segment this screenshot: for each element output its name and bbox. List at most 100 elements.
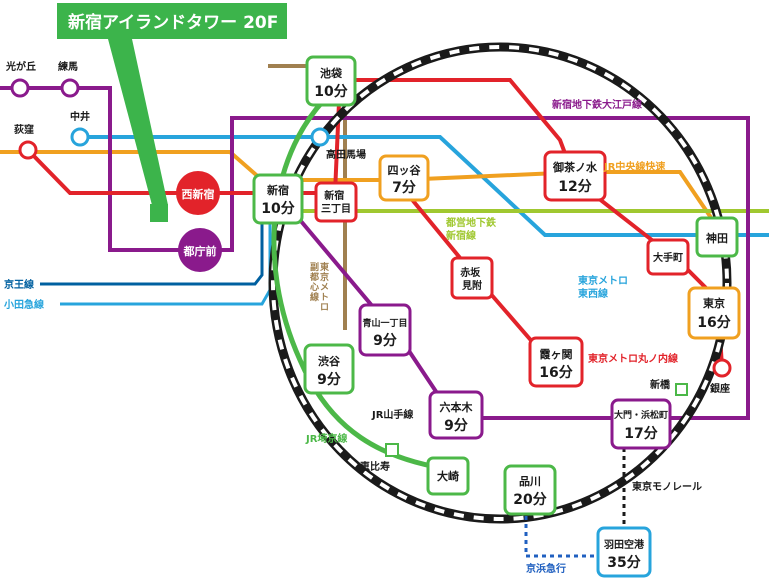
station-name-kasumigaseki: 霞ヶ関 (540, 348, 573, 361)
station-name-ginza: 銀座 (710, 382, 730, 395)
label-oedo: 新宿地下鉄大江戸線 (552, 98, 642, 111)
station-name-haneda: 羽田空港 (604, 538, 645, 551)
station-time-ochanomizu: 12分 (558, 179, 591, 195)
station-dot-ebisu[interactable] (385, 443, 399, 457)
station-box-otemachi[interactable] (646, 238, 690, 276)
keikyu-line (524, 508, 600, 558)
label-fukutoshin-b: 東 京 メ ト ロ (320, 261, 332, 313)
header-banner (57, 3, 287, 39)
station-dot-ogikubo[interactable] (18, 140, 38, 160)
label-monorail: 東京モノレール (632, 480, 702, 493)
station-dot-shimbashi[interactable] (675, 383, 688, 396)
station-time-haneda: 35分 (607, 555, 640, 571)
header-title: 新宿アイランドタワー 20F (68, 12, 278, 33)
station-box-shinjuku[interactable] (252, 173, 304, 225)
station-time-shibuya: 9分 (317, 372, 341, 388)
label-fukutoshin: 副 都 心 線 (309, 261, 322, 303)
label-fukutoshin-c3: 心 (310, 282, 319, 293)
station-name-shinjuku3-line1: 新宿 (324, 189, 344, 202)
station-box-kanda[interactable] (695, 216, 739, 258)
station-time-shinjuku: 10分 (261, 201, 294, 217)
label-fukutoshin-b2: 京 (320, 271, 329, 283)
station-box-haneda[interactable] (596, 526, 652, 578)
station-name-tochomae: 都庁前 (183, 244, 217, 258)
station-box-ikebukuro[interactable] (305, 55, 357, 107)
label-tozai-line2: 東西線 (578, 287, 608, 300)
station-box-shibuya[interactable] (303, 343, 355, 395)
station-dot-nerima[interactable] (60, 78, 80, 98)
tozai-line (80, 135, 769, 237)
station-dot-takadanobaba[interactable] (310, 127, 330, 147)
label-fukutoshin-c1: 副 (310, 261, 319, 273)
station-dot-ginza[interactable] (712, 358, 732, 378)
station-box-shinagawa[interactable] (503, 464, 557, 516)
station-box-daimon[interactable] (610, 398, 672, 450)
label-fukutoshin-b4: ト (320, 292, 329, 303)
station-time-ikebukuro: 10分 (314, 84, 347, 100)
label-fukutoshin-c2: 都 (309, 271, 319, 283)
label-toei-shinjuku: 都営地下鉄 新宿線 (445, 216, 499, 242)
station-name-otemachi: 大手町 (653, 251, 683, 264)
station-name-akasaka: 赤坂 見附 (460, 266, 483, 292)
station-time-roppongi: 9分 (444, 418, 468, 434)
label-keio: 京王線 (4, 278, 34, 291)
label-fukutoshin-b1: 東 (320, 261, 329, 273)
label-fukutoshin-c4: 線 (310, 291, 319, 303)
station-time-yotsuya: 7分 (392, 180, 416, 196)
building-marker (150, 204, 168, 222)
station-name-shinjuku3-line2: 三丁目 (321, 203, 351, 215)
station-box-aoyama[interactable] (358, 303, 412, 357)
label-toei-shinjuku-line2: 新宿線 (446, 229, 476, 242)
yamanote-ring-dash (271, 45, 729, 521)
station-name-shinagawa: 品川 (519, 475, 541, 488)
station-name-hikarigaoka: 光が丘 (5, 60, 36, 73)
station-circle-nishishinjuku[interactable] (176, 171, 220, 215)
station-name-takadanobaba: 高田馬場 (326, 148, 366, 161)
station-name-nerima: 練馬 (58, 60, 78, 73)
label-chuo: JR中央線快速 (603, 160, 665, 173)
station-name-nakano: 中井 (70, 110, 90, 123)
label-tozai: 東京メトロ 東西線 (578, 274, 631, 300)
station-box-yotsuya[interactable] (378, 154, 430, 202)
keio-line (40, 195, 264, 286)
station-name-ogikubo: 荻窪 (14, 123, 34, 136)
station-name-yotsuya: 四ッ谷 (388, 163, 422, 177)
label-toei-shinjuku-line1: 都営地下鉄 (445, 216, 496, 229)
label-tozai-line1: 東京メトロ (578, 274, 628, 287)
station-box-osaki[interactable] (426, 456, 470, 496)
station-name-shimbashi: 新橋 (650, 378, 671, 391)
station-box-shinjuku3[interactable] (314, 181, 358, 223)
label-fukutoshin-b5: ロ (320, 303, 329, 313)
station-name-kanda: 神田 (706, 231, 728, 245)
station-time-kasumigaseki: 16分 (539, 365, 572, 381)
station-box-kasumigaseki[interactable] (528, 336, 584, 388)
station-box-akasaka[interactable] (450, 256, 494, 300)
label-odakyu: 小田急線 (3, 298, 44, 311)
station-name-akasaka-line2: 見附 (461, 279, 482, 292)
station-name-nishishinjuku: 西新宿 (182, 187, 215, 201)
station-name-shinjuku3: 新宿 三丁目 (321, 189, 351, 215)
station-name-tokyo: 東京 (703, 296, 725, 310)
station-name-shinjuku: 新宿 (267, 183, 289, 197)
station-name-daimon: 大門・浜松町 (614, 409, 668, 421)
station-time-shinagawa: 20分 (513, 492, 546, 508)
header-pointer (108, 39, 168, 205)
station-name-ochanomizu: 御茶ノ水 (552, 160, 598, 174)
station-box-roppongi[interactable] (428, 390, 484, 440)
station-name-akasaka-line1: 赤坂 (460, 266, 481, 279)
station-box-tokyo[interactable] (687, 286, 741, 340)
station-time-aoyama: 9分 (373, 333, 397, 349)
label-saikyo: JR埼京線 (305, 432, 347, 445)
chuo-line (0, 150, 718, 227)
station-dot-nakano[interactable] (70, 127, 90, 147)
label-fukutoshin-b3: メ (320, 282, 329, 293)
label-marunouchi: 東京メトロ丸ノ内線 (588, 352, 678, 365)
station-dot-hikarigaoka[interactable] (10, 78, 30, 98)
odakyu-line (60, 200, 272, 306)
station-circle-tochomae[interactable] (178, 228, 222, 272)
station-box-ochanomizu[interactable] (543, 150, 607, 202)
saikyo-line (271, 90, 456, 473)
station-name-ikebukuro: 池袋 (320, 66, 343, 80)
